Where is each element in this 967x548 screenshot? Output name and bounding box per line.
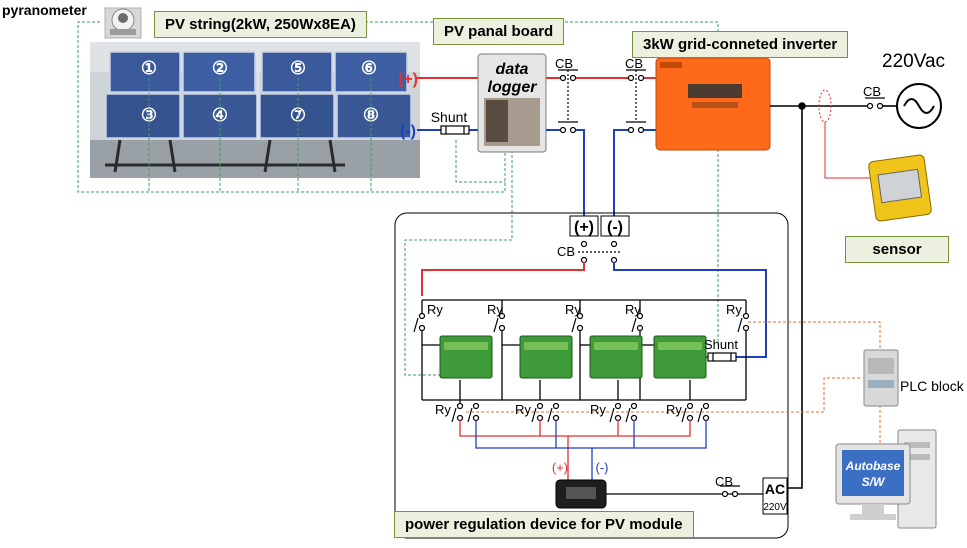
negative-bus-inner: [613, 262, 767, 358]
dc-positive-terminal: (+): [574, 219, 594, 236]
power-device-outline: [394, 212, 789, 539]
panel-number-1: ①: [141, 58, 157, 78]
adapter-negative-mark: (-): [596, 460, 609, 475]
solar-panels: [105, 50, 412, 140]
pyranometer-device: [104, 7, 142, 39]
relay-label-top-3: Ry: [565, 302, 581, 317]
relay-label-top-1: Ry: [427, 302, 443, 317]
cb-switch-ac: [720, 485, 740, 498]
relay-label-bottom-1: Ry: [435, 402, 451, 417]
panel-number-6: ⑥: [361, 58, 377, 78]
sensor-device: [868, 154, 932, 222]
battery-modules: [439, 335, 707, 379]
pv-negative-mark: (-): [400, 123, 416, 140]
positive-bus-inner: [421, 262, 585, 296]
panel-number-2: ②: [212, 58, 228, 78]
data-logger-label-line2: logger: [488, 79, 538, 96]
power-device-label: power regulation device for PV module: [394, 511, 694, 538]
ac-terminal-label: AC: [765, 481, 785, 497]
ac-terminal-box: [762, 477, 788, 515]
panel-number-5: ⑤: [290, 58, 306, 78]
positive-collector: [459, 420, 691, 480]
relay-label-bottom-3: Ry: [590, 402, 606, 417]
inverter-device: [655, 57, 771, 151]
cb-switches-top: [558, 69, 646, 134]
pv-array-photo: [90, 42, 420, 178]
grid-voltage-label: 220Vac: [882, 51, 946, 72]
inverter-label: 3kW grid-conneted inverter: [632, 31, 849, 58]
pyranometer-label: pyranometer: [2, 2, 87, 18]
negative-collector: [475, 420, 707, 480]
dc-negative-terminal: (-): [607, 219, 623, 236]
shunt-label-top: Shunt: [431, 109, 468, 125]
plc-device: [863, 349, 899, 407]
adapter-positive-mark: (+): [552, 460, 568, 475]
cb-label-inverter: CB: [625, 56, 643, 71]
relay-label-top-4: Ry: [625, 302, 641, 317]
control-wires: [466, 321, 881, 445]
pc-workstation: [835, 429, 937, 529]
cb-switch-inner: [578, 240, 620, 264]
panel-board-label: PV panal board: [433, 18, 565, 45]
shunt-top: [440, 125, 470, 135]
relay-label-bottom-2: Ry: [515, 402, 531, 417]
shunt-inner: [707, 352, 737, 362]
relay-label-bottom-4: Ry: [666, 402, 682, 417]
relays-top: [413, 312, 750, 333]
current-sensor-ring: [818, 89, 872, 179]
plc-block-label: PLC block: [900, 378, 964, 394]
power-adapter: [555, 479, 766, 509]
data-logger-label-line1: data: [496, 61, 529, 78]
software-name-line2: S/W: [862, 475, 886, 489]
ac-source-symbol: [896, 83, 942, 129]
pv-string-label: PV string(2kW, 250Wx8EA): [154, 11, 367, 38]
pv-positive-mark: (+): [398, 71, 418, 88]
software-name-line1: Autobase: [845, 459, 901, 473]
panel-stands: [105, 139, 345, 173]
sensor-label: sensor: [845, 236, 949, 263]
data-logger-box: [477, 53, 547, 153]
cb-label-inner: CB: [557, 244, 575, 259]
dc-terminal-boxes: [569, 215, 630, 237]
cb-label-logger: CB: [555, 56, 573, 71]
cb-switch-grid: [865, 97, 885, 110]
ac-terminal-voltage: 220V: [763, 502, 787, 513]
relay-label-top-5: Ry: [726, 302, 742, 317]
shunt-label-inner: Shunt: [704, 337, 738, 352]
cb-label-grid: CB: [863, 84, 881, 99]
relay-label-top-2: Ry: [487, 302, 503, 317]
cb-label-ac: CB: [715, 474, 733, 489]
